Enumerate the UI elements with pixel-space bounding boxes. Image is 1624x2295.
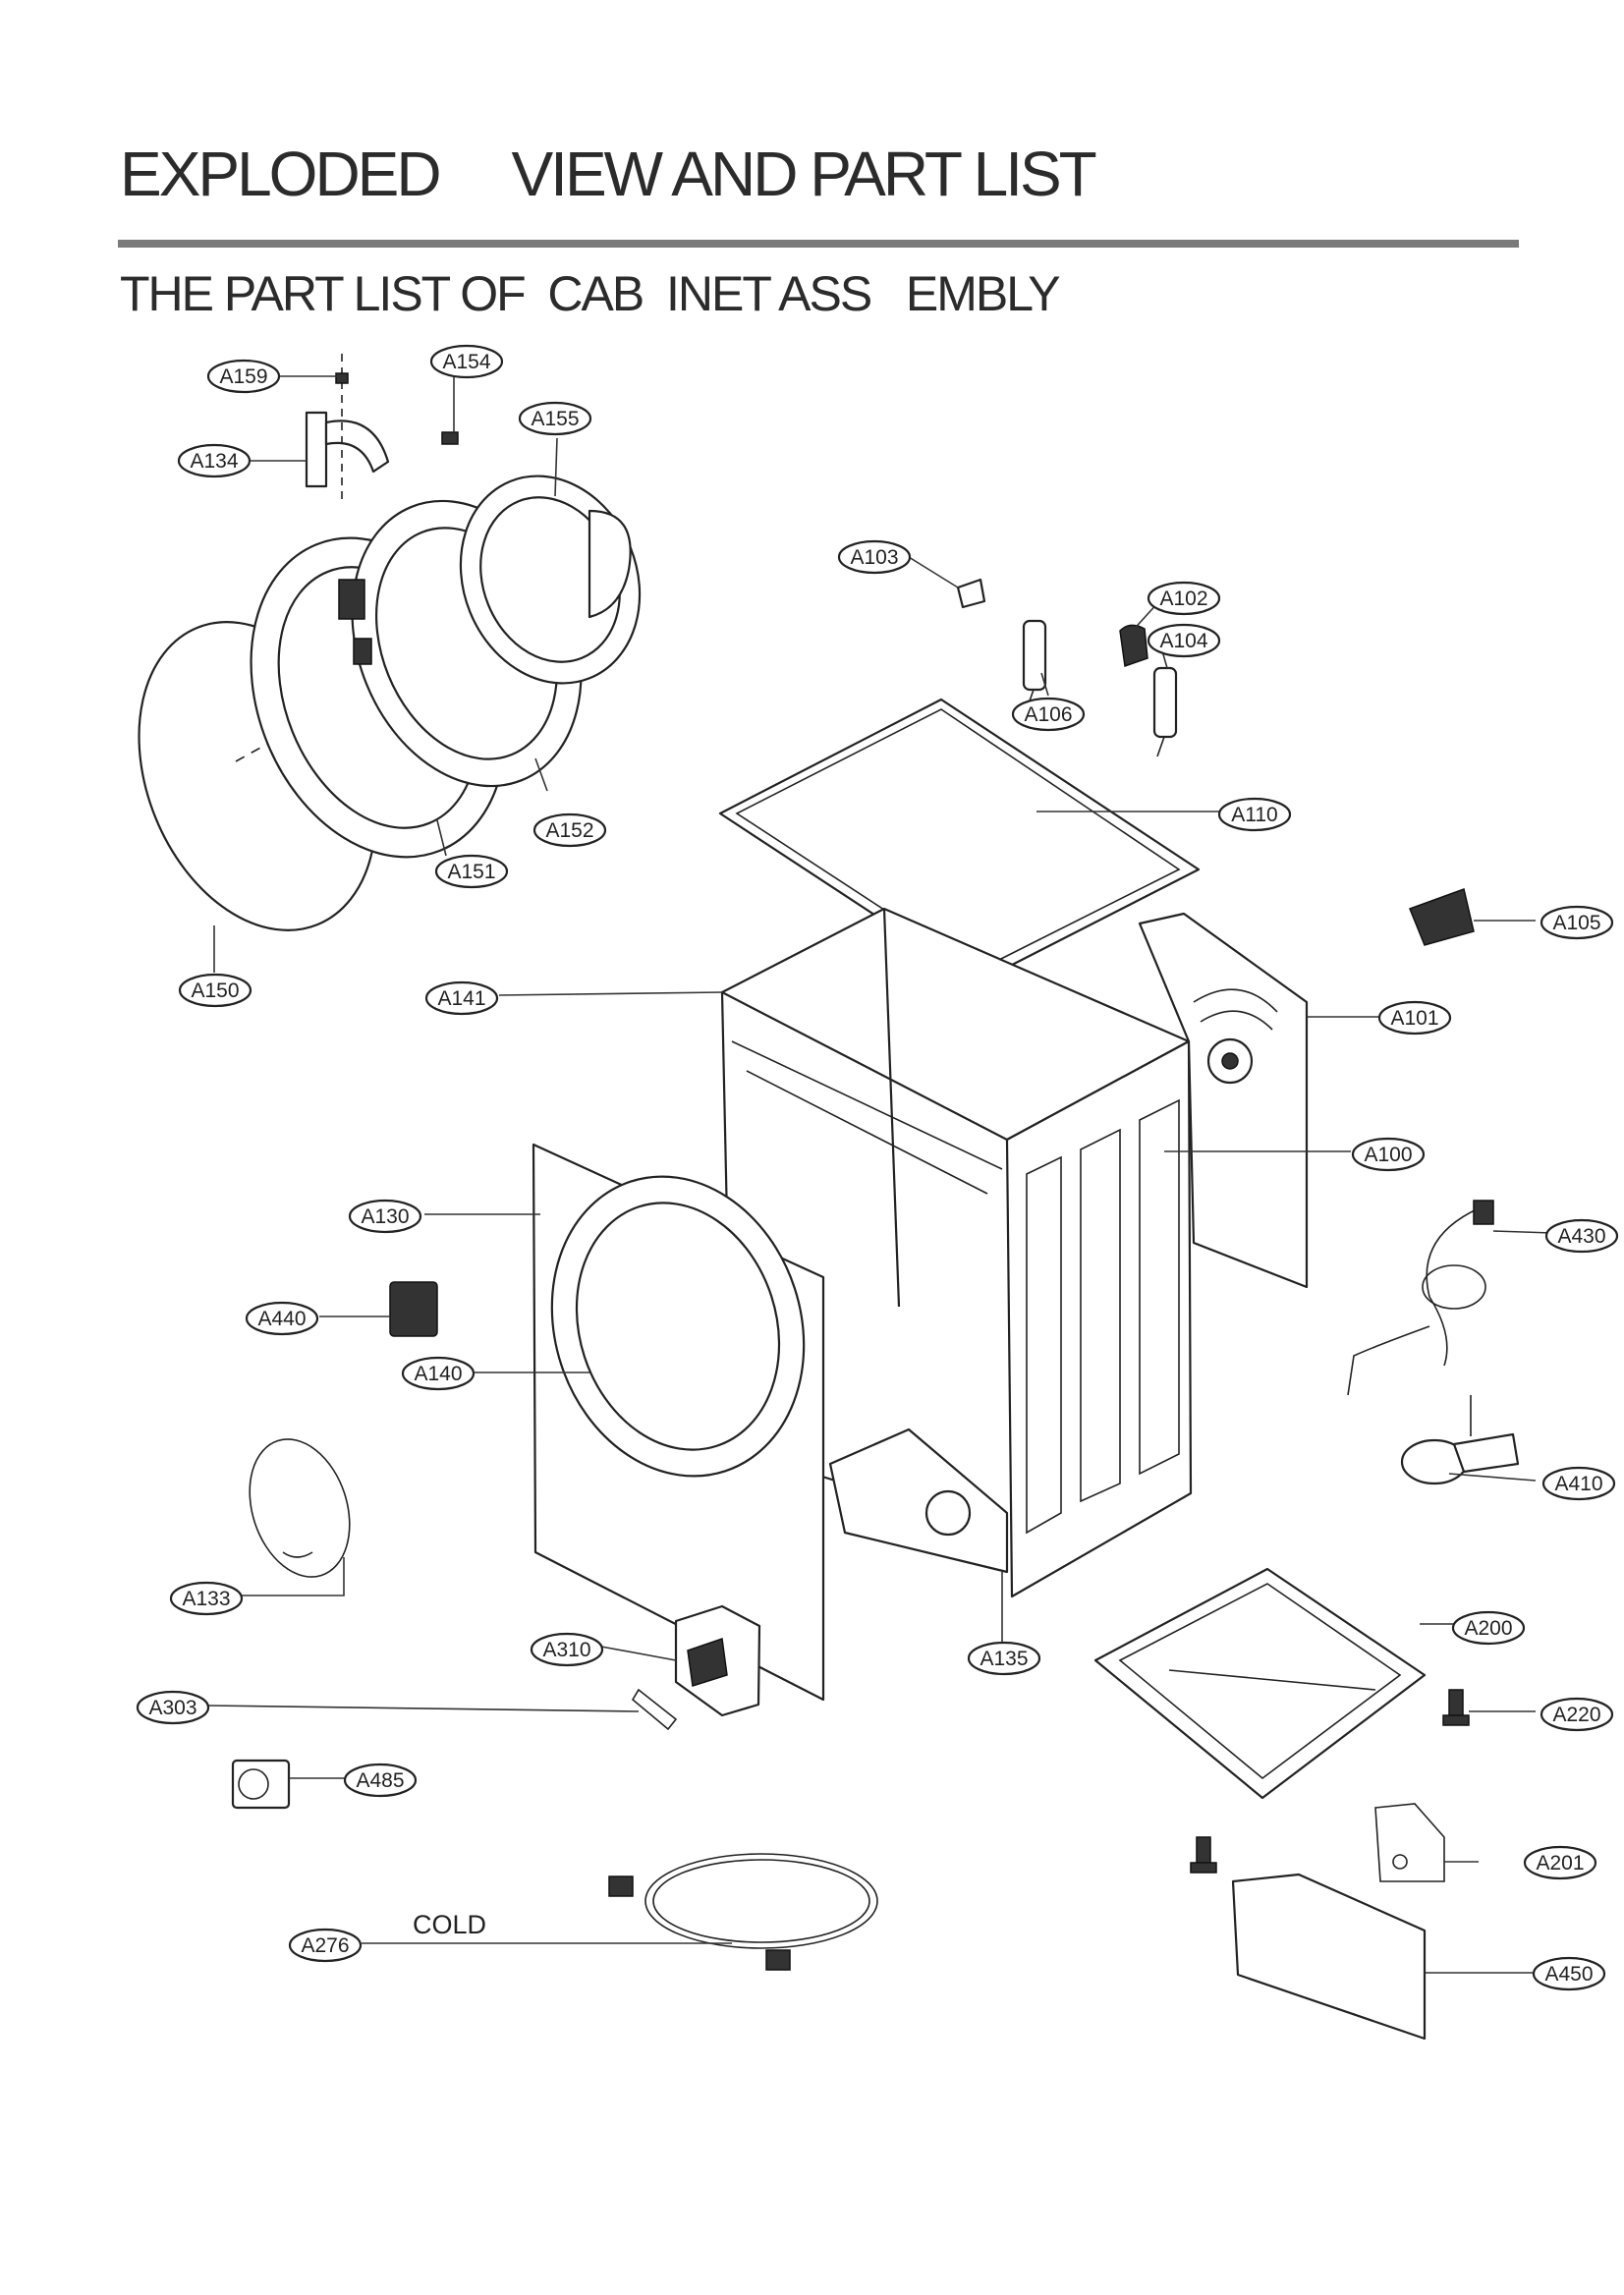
- back-panel-a101: [1138, 912, 1309, 1289]
- callout-bubble: [837, 539, 912, 575]
- base-a135: [828, 1427, 1009, 1574]
- callout-bubble: [401, 1356, 476, 1391]
- callout-label: A410: [1554, 1473, 1602, 1495]
- callout-label: A102: [1159, 588, 1207, 610]
- callout-bubble: [530, 1632, 604, 1667]
- callout-bubble: [424, 980, 499, 1016]
- callout-bubble: [1451, 1610, 1526, 1646]
- callout-bubble: [1351, 1137, 1426, 1172]
- pressure-switch-a410: [1400, 1395, 1520, 1485]
- callout-label: A159: [219, 365, 267, 388]
- callout-bubble: [206, 359, 281, 394]
- callout-bubble: [1544, 1218, 1619, 1254]
- lower-panel-a450: [1190, 1836, 1427, 2041]
- power-cord-a430: [1347, 1200, 1494, 1396]
- door-ring-a152: [338, 499, 583, 788]
- callout-label: A220: [1552, 1704, 1600, 1726]
- callout-label: A103: [850, 546, 898, 569]
- title-divider: [118, 240, 1519, 248]
- callout-bubble: [532, 812, 607, 848]
- callout-bubble: [1377, 1000, 1452, 1036]
- callout-bubble: [178, 973, 252, 1008]
- callout-bubble: [1532, 1956, 1606, 1991]
- front-panel-a130: [532, 1143, 825, 1702]
- callout-bubble: [288, 1928, 363, 1963]
- foot-a220: [1442, 1689, 1470, 1726]
- callout-label: A450: [1544, 1963, 1593, 1986]
- callout-bubble: [169, 1581, 244, 1616]
- hinge-a134: [305, 354, 390, 501]
- callout-label: A440: [257, 1308, 306, 1330]
- page-title: EXPLODED VIEW AND PART LIST: [120, 139, 1097, 209]
- drawer-a310: [674, 1604, 761, 1717]
- clamp-a105: [1409, 888, 1475, 946]
- callout-label: A152: [545, 819, 593, 842]
- callout-label: A106: [1024, 703, 1072, 726]
- callout-bubble: [348, 1199, 422, 1234]
- gasket-wire-a133: [249, 1438, 351, 1578]
- callout-bubble: [1540, 1697, 1614, 1732]
- callout-bubble: [1011, 697, 1086, 732]
- callout-label: A130: [361, 1205, 409, 1228]
- callout-label: A303: [148, 1697, 196, 1719]
- callout-bubble: [1540, 905, 1614, 940]
- valve-a104: [1152, 666, 1178, 757]
- callout-bubble: [1147, 623, 1221, 658]
- callout-label: A141: [437, 987, 485, 1010]
- callout-label: A110: [1231, 804, 1278, 826]
- callout-label: A310: [542, 1639, 590, 1661]
- callout-labels: A159 A154 A155 A134 A103 A102 A104 A106 …: [136, 344, 1619, 1991]
- callout-bubble: [518, 401, 592, 436]
- callout-label: A154: [442, 351, 490, 373]
- callout-bubble: [343, 1763, 418, 1798]
- callout-bubble: [429, 344, 504, 379]
- hose-cold-label: COLD: [413, 1910, 486, 1939]
- valve-a102: [1119, 624, 1148, 668]
- callout-label: A150: [191, 980, 239, 1002]
- callout-bubble: [1147, 581, 1221, 616]
- clip-a154: [441, 431, 459, 445]
- callout-label: A105: [1552, 912, 1600, 934]
- door-inner-a155: [459, 475, 642, 685]
- callout-bubble: [136, 1690, 210, 1725]
- callout-label: A155: [531, 408, 579, 430]
- spring-a303: [631, 1688, 678, 1731]
- callout-bubble: [177, 443, 252, 478]
- callout-bubble: [1217, 797, 1292, 832]
- bracket-a201: [1374, 1803, 1445, 1882]
- callout-label: A430: [1557, 1225, 1605, 1248]
- callout-label: A201: [1536, 1852, 1584, 1875]
- callout-label: A200: [1464, 1617, 1512, 1640]
- page-subtitle: THE PART LIST OF CAB INET ASS EMBLY: [120, 266, 1061, 321]
- callout-label: A104: [1159, 630, 1207, 652]
- callout-label: A140: [414, 1363, 462, 1385]
- callout-bubble: [245, 1301, 319, 1336]
- callout-bubble: [1523, 1845, 1597, 1880]
- callout-label: A100: [1364, 1144, 1412, 1166]
- callout-bubble: [434, 854, 509, 889]
- side-panel-a100: [1005, 1039, 1193, 1598]
- base-frame-a200: [1093, 1567, 1427, 1800]
- callout-bubble: [967, 1641, 1041, 1676]
- callout-label: A151: [447, 861, 495, 883]
- callout-label: A101: [1390, 1007, 1438, 1030]
- lock-a440: [389, 1281, 438, 1337]
- callout-label: A133: [182, 1588, 230, 1610]
- callout-bubble: [1541, 1466, 1616, 1501]
- callout-label: A485: [356, 1769, 404, 1792]
- callout-label: A135: [980, 1648, 1028, 1670]
- top-plate-a110: [718, 698, 1201, 984]
- hose-a276: [608, 1853, 878, 1971]
- leader-lines: [206, 375, 1553, 1974]
- valve-a103: [956, 578, 986, 609]
- pump-a485: [231, 1759, 291, 1810]
- callout-label: A276: [301, 1934, 349, 1957]
- valve-a106: [1022, 619, 1047, 710]
- callout-label: A134: [190, 450, 238, 473]
